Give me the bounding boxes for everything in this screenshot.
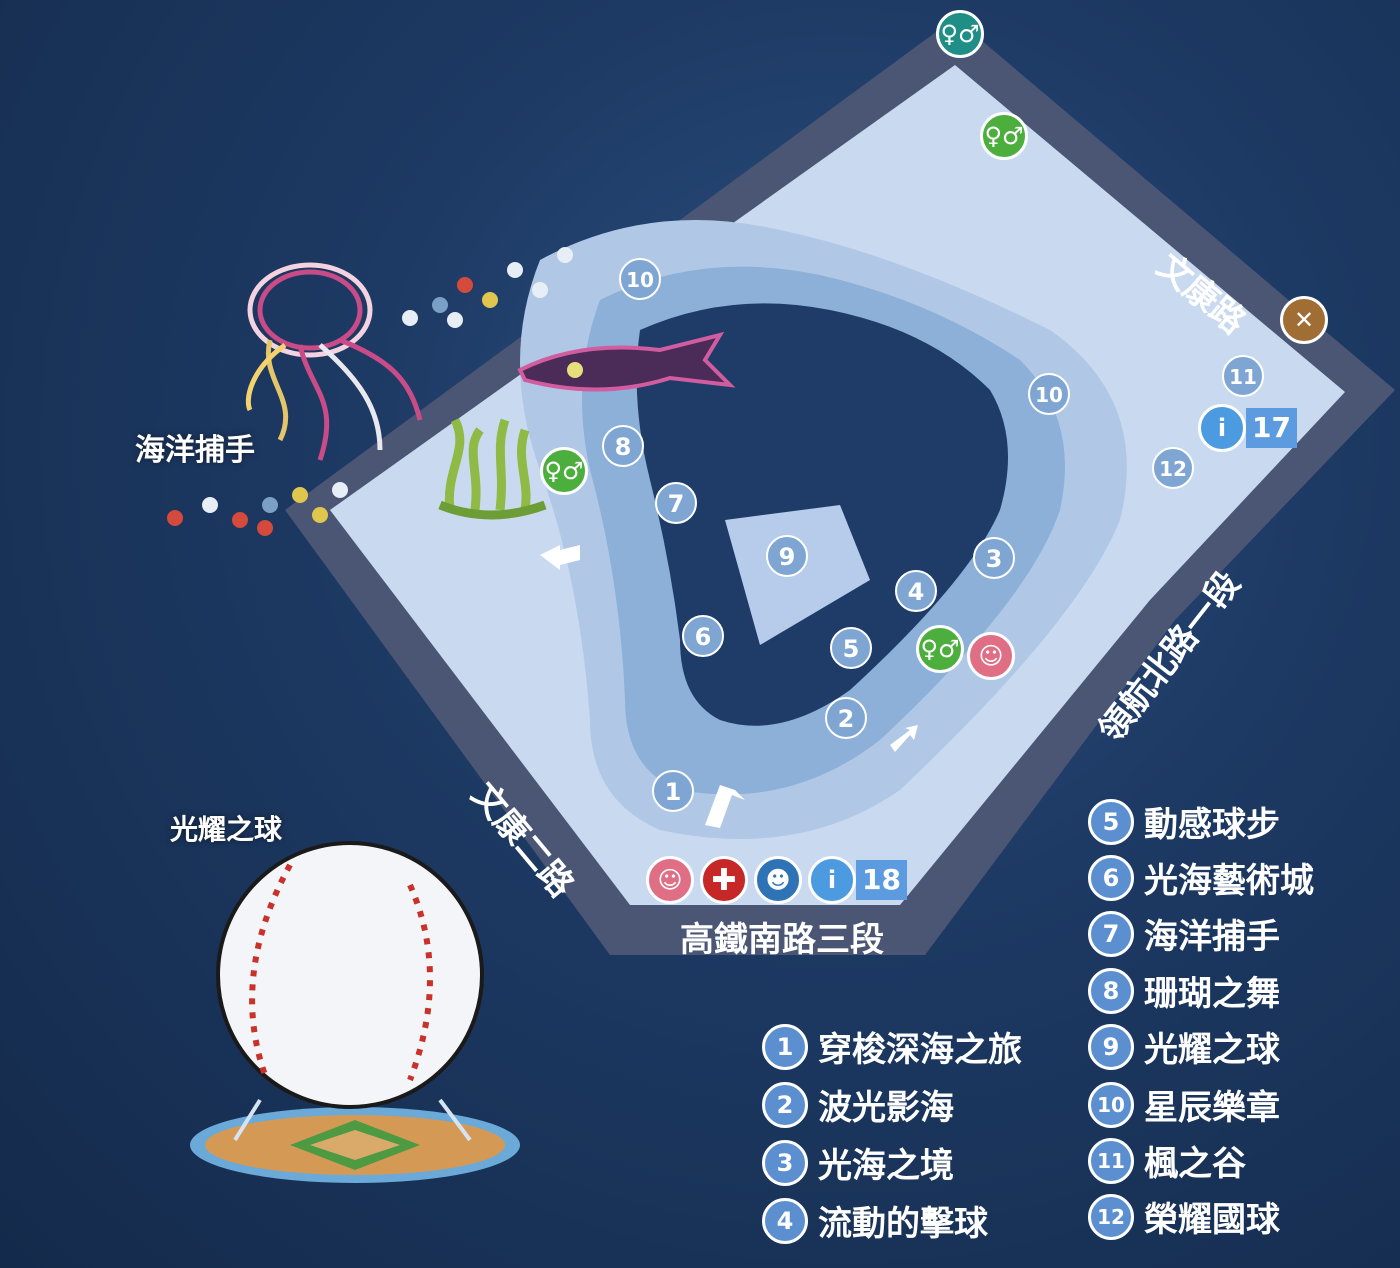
legend-item-9: 9 光耀之球 [1088,1022,1280,1071]
legend-item-1: 1 穿梭深海之旅 [762,1022,1022,1071]
baseball-art [190,841,520,1183]
marker-2[interactable]: 2 [825,697,867,739]
nursing-room-icon[interactable]: ☺ [646,856,694,904]
legend-number: 12 [1088,1193,1134,1240]
infield [725,505,870,645]
legend-label: 光海藝術城 [1144,861,1314,901]
restroom-icon[interactable]: ♀♂ [916,625,964,673]
legend-number: 4 [762,1197,808,1244]
legend-item-12: 12 榮耀國球 [1088,1192,1280,1241]
info-icon: i [1198,404,1246,452]
arrow-2 [890,725,918,752]
legend-item-11: 11 楓之谷 [1088,1136,1246,1185]
legend-number: 9 [1088,1023,1134,1070]
legend-number: 3 [762,1139,808,1186]
street-gaotie-south: 高鐵南路三段 [680,920,884,960]
coral-art [438,417,547,520]
legend-label: 光海之境 [818,1146,954,1186]
marker-6[interactable]: 6 [682,615,724,657]
marker-10-east[interactable]: 10 [1028,373,1070,415]
first-aid-icon[interactable]: ✚ [700,856,748,904]
info-point-17[interactable]: i 17 [1198,404,1297,452]
legend-label: 珊瑚之舞 [1144,974,1280,1014]
legend-number: 6 [1088,854,1134,901]
legend-item-8: 8 珊瑚之舞 [1088,966,1280,1015]
marker-3[interactable]: 3 [973,537,1015,579]
marker-1[interactable]: 1 [652,770,694,812]
legend-label: 光耀之球 [1144,1030,1280,1070]
art-label-ball: 光耀之球 [170,813,283,846]
info-icon: i [808,856,856,904]
restroom-icon[interactable]: ♀♂ [936,10,984,58]
restroom-icon[interactable]: ♀♂ [980,112,1028,160]
marker-11[interactable]: 11 [1222,355,1264,397]
legend-number: 5 [1088,798,1134,845]
restroom-icon[interactable]: ♀♂ [540,447,588,495]
legend-item-10: 10 星辰樂章 [1088,1080,1280,1129]
art-label-jellyfish: 海洋捕手 [135,433,255,468]
legend-label: 動感球步 [1144,805,1280,845]
marker-10-north[interactable]: 10 [619,258,661,300]
legend-label: 榮耀國球 [1144,1200,1280,1240]
south-facilities: ☺ ✚ ☻ i 18 [646,856,907,904]
jellyfish-art [245,262,423,461]
legend-number: 10 [1088,1081,1134,1128]
info-point-17-number: 17 [1246,408,1297,448]
legend-label: 楓之谷 [1144,1144,1246,1184]
legend-item-2: 2 波光影海 [762,1080,954,1129]
marker-7[interactable]: 7 [655,482,697,524]
legend-number: 7 [1088,910,1134,957]
legend-item-5: 5 動感球步 [1088,797,1280,846]
marker-8[interactable]: 8 [602,425,644,467]
legend-item-4: 4 流動的擊球 [762,1196,988,1245]
legend-item-3: 3 光海之境 [762,1138,954,1187]
legend-number: 11 [1088,1137,1134,1184]
shark-art [517,331,736,392]
info-point-18-number: 18 [856,860,907,900]
flowers-top [402,247,573,328]
arrow-3 [540,545,580,570]
arrow-1 [705,785,745,828]
restaurant-icon[interactable]: ✕ [1280,296,1328,344]
marker-4[interactable]: 4 [895,570,937,612]
legend-item-7: 7 海洋捕手 [1088,909,1280,958]
legend-label: 星辰樂章 [1144,1088,1280,1128]
legend-number: 1 [762,1023,808,1070]
marker-12[interactable]: 12 [1152,447,1194,489]
police-icon[interactable]: ☻ [754,856,802,904]
marker-5[interactable]: 5 [830,627,872,669]
legend-label: 穿梭深海之旅 [818,1030,1022,1070]
legend-label: 流動的擊球 [818,1204,988,1244]
info-point-18[interactable]: i 18 [808,856,907,904]
flowers-bottom [167,482,348,536]
legend-label: 波光影海 [818,1088,954,1128]
legend-number: 2 [762,1081,808,1128]
legend-number: 8 [1088,967,1134,1014]
legend-item-6: 6 光海藝術城 [1088,853,1314,902]
nursing-room-icon[interactable]: ☺ [967,632,1015,680]
legend-label: 海洋捕手 [1144,917,1280,957]
marker-9[interactable]: 9 [766,535,808,577]
